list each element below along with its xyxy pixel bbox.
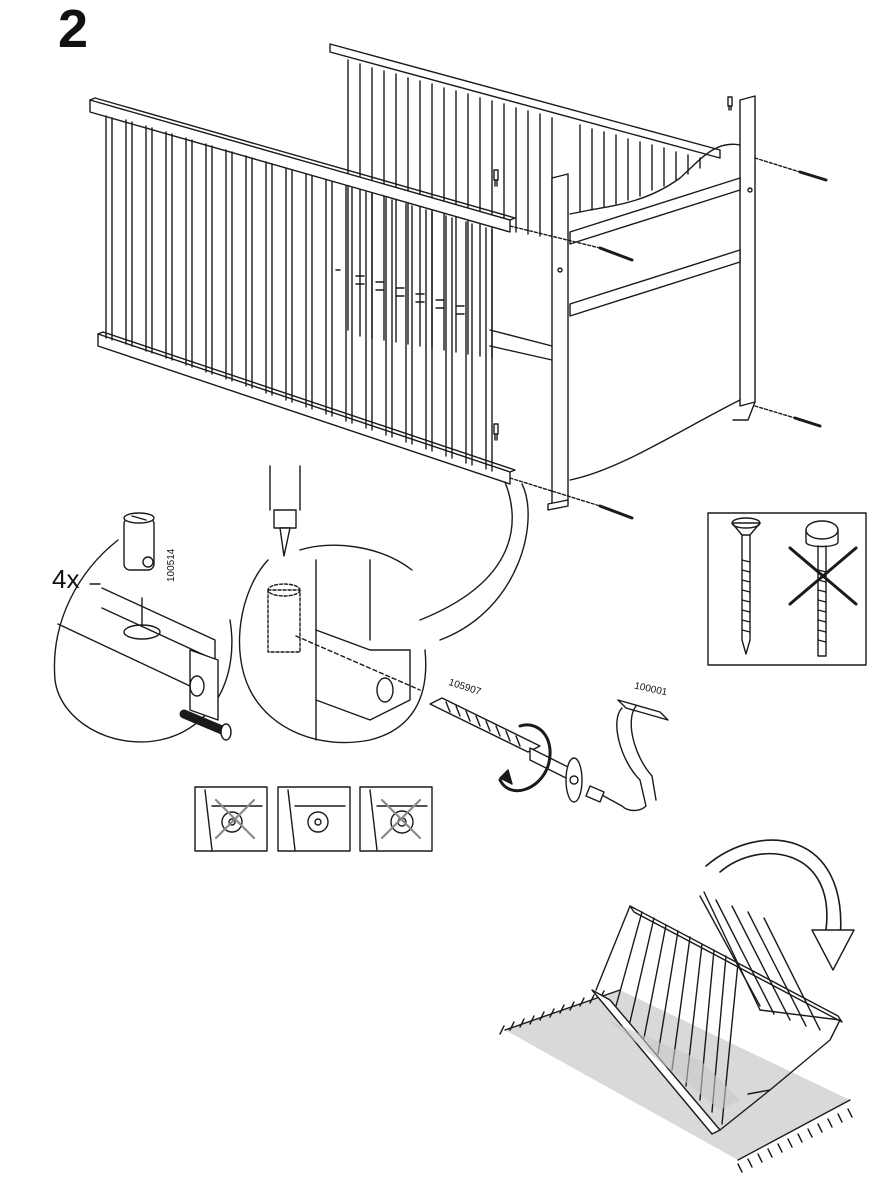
bolt-comparison-box — [707, 512, 867, 666]
flip-crib-drawing — [499, 839, 855, 1173]
detail-screwdriver — [238, 465, 427, 744]
bolt-and-key — [429, 697, 669, 812]
crib-drawing — [89, 43, 828, 520]
option-panels — [194, 786, 433, 852]
detail-cross-dowel — [53, 512, 233, 743]
step-number: 2 — [58, 0, 89, 59]
